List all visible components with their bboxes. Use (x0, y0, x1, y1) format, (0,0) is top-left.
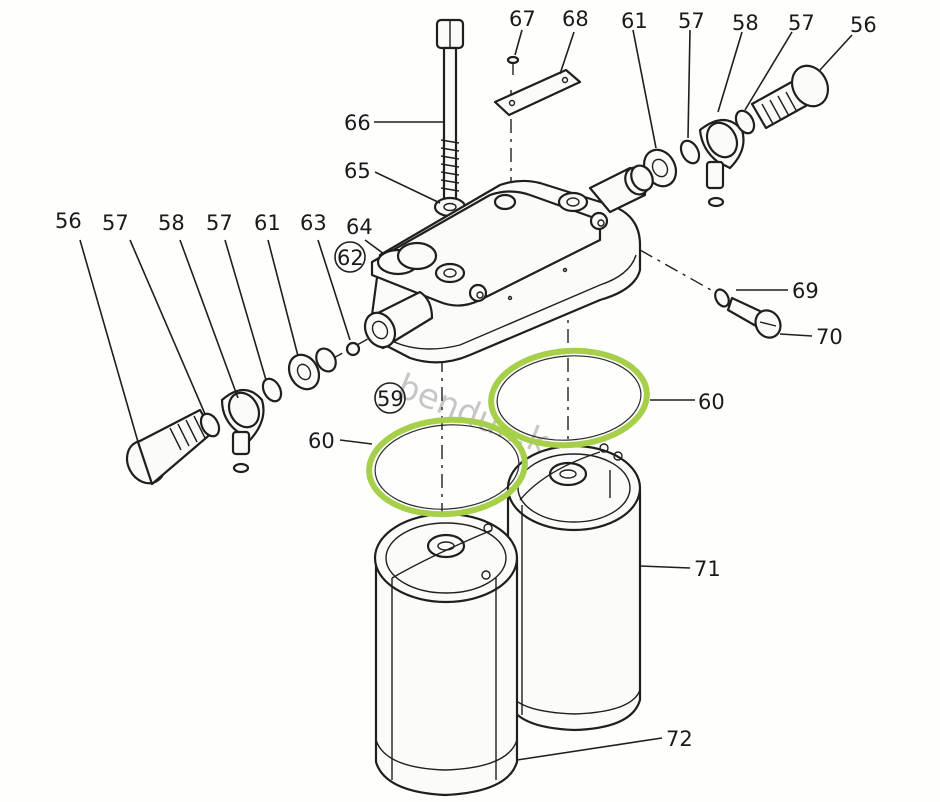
label-58-left: 58 (158, 211, 185, 235)
banjo-58-right (698, 118, 745, 208)
label-59: 59 (377, 387, 404, 411)
banjo-bolt-56-left (125, 408, 215, 486)
axis-screw (639, 249, 721, 296)
label-62: 62 (337, 246, 364, 270)
banjo-bolt-56-right (750, 64, 830, 130)
washer-57-right-a (679, 139, 701, 165)
label-60-right: 60 (698, 390, 725, 414)
label-57-right-b: 57 (788, 11, 815, 35)
label-circle-62 (334, 241, 366, 273)
label-63: 63 (300, 211, 327, 235)
label-68: 68 (562, 7, 589, 31)
washer-69 (714, 288, 730, 308)
watermark: bendu...k (392, 366, 555, 463)
nut-61-right (630, 148, 678, 192)
label-64: 64 (346, 215, 373, 239)
label-71: 71 (694, 557, 721, 581)
label-circle-59 (374, 382, 406, 414)
axis-left-fitting (329, 334, 376, 361)
plate-68 (493, 68, 582, 117)
screw-67 (506, 55, 520, 75)
label-57-left-a: 57 (102, 211, 129, 235)
o-ring-60-left (366, 416, 528, 518)
label-56-right: 56 (850, 13, 877, 37)
label-60-left: 60 (308, 429, 335, 453)
label-65: 65 (344, 159, 371, 183)
label-72: 72 (666, 727, 693, 751)
o-ring-60-right (488, 347, 650, 449)
label-56-left: 56 (55, 209, 82, 233)
ball-63 (345, 341, 361, 357)
banjo-58-left (220, 388, 265, 474)
leader-lines (79, 29, 853, 761)
nut-61-left (287, 347, 337, 391)
label-61-left: 61 (254, 211, 281, 235)
label-57-right-a: 57 (678, 9, 705, 33)
label-58-right: 58 (732, 11, 759, 35)
label-61-right: 61 (621, 9, 648, 33)
label-57-left-b: 57 (206, 211, 233, 235)
filter-head-64 (363, 166, 650, 364)
long-bolt-66 (435, 18, 465, 205)
label-70: 70 (816, 325, 843, 349)
washer-57-left-a (199, 412, 221, 438)
label-69: 69 (792, 279, 819, 303)
screw-70 (726, 296, 782, 339)
label-67: 67 (509, 7, 536, 31)
label-66: 66 (344, 111, 371, 135)
washer-57-right-b (734, 109, 756, 135)
filter-element-72 (373, 512, 519, 797)
filter-element-71 (506, 443, 642, 732)
